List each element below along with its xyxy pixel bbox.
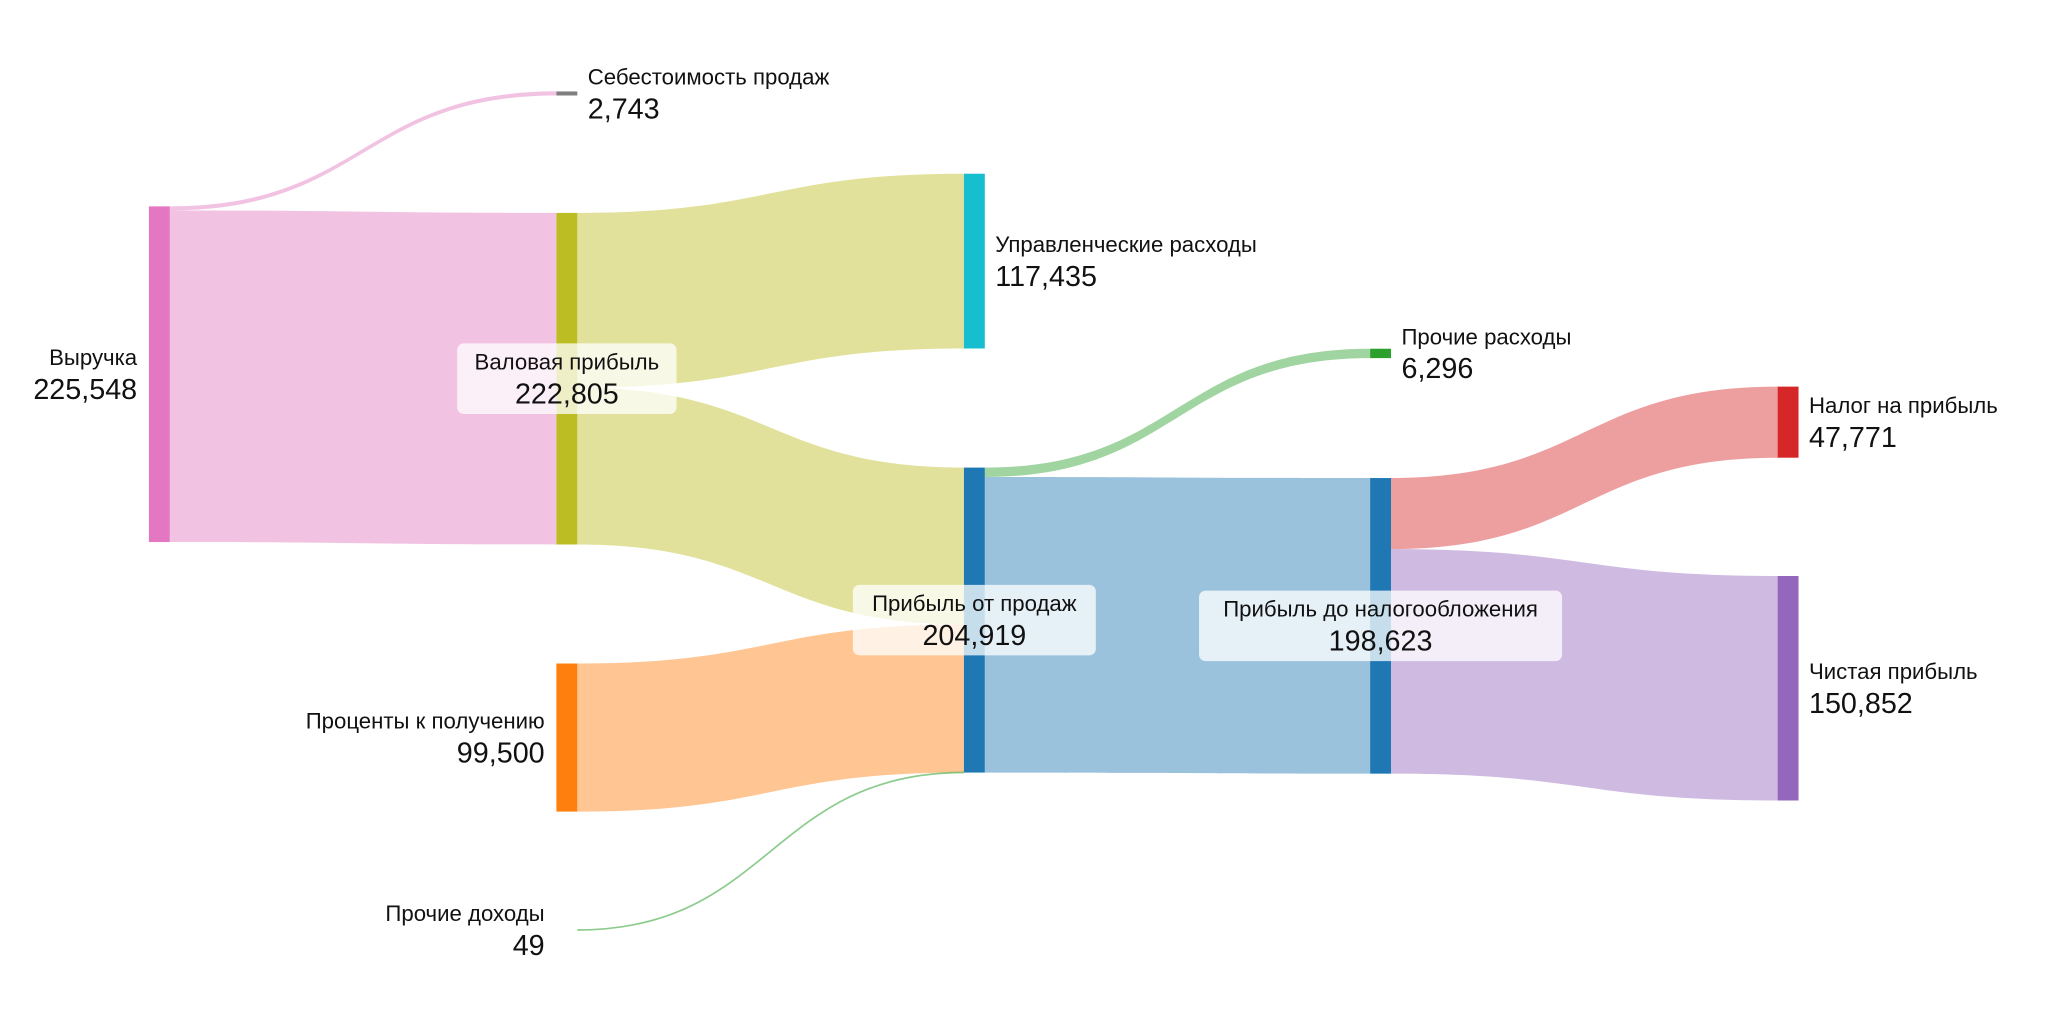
sankey-node-bar[interactable] xyxy=(148,206,170,543)
node-value: 222,805 xyxy=(515,379,619,411)
node-value: 99,500 xyxy=(457,737,545,769)
node-value: 6,296 xyxy=(1401,353,1473,385)
node-value: 47,771 xyxy=(1809,422,1897,454)
links-layer xyxy=(169,91,1778,931)
node-label: Налог на прибыль xyxy=(1809,393,1998,418)
node-value: 198,623 xyxy=(1329,626,1433,658)
labels-layer: Выручка 225,548 Себестоимость продаж 2,743В… xyxy=(33,64,1997,961)
sankey-link[interactable] xyxy=(1391,386,1778,550)
sankey-link[interactable] xyxy=(577,173,964,388)
sankey-link[interactable] xyxy=(169,91,557,211)
node-label: Чистая прибыль xyxy=(1809,659,1978,684)
node-value: 2,743 xyxy=(588,93,660,125)
node-label: Прочие расходы xyxy=(1401,324,1571,349)
sankey-link[interactable] xyxy=(169,210,557,545)
sankey-node-bar[interactable] xyxy=(963,173,985,349)
node-value: 204,919 xyxy=(922,620,1026,652)
node-label: Прибыль от продаж xyxy=(872,591,1077,616)
sankey-link[interactable] xyxy=(1391,549,1778,801)
node-label-box xyxy=(457,343,677,414)
node-label: Прочие доходы xyxy=(385,901,544,926)
node-label: Выручка xyxy=(49,345,138,370)
sankey-node-bar[interactable] xyxy=(1370,348,1392,359)
sankey-node-bar[interactable] xyxy=(556,663,578,812)
sankey-node-bar[interactable] xyxy=(1777,386,1799,458)
sankey-link[interactable] xyxy=(577,771,964,931)
sankey-link[interactable] xyxy=(577,624,964,812)
sankey-link[interactable] xyxy=(984,348,1371,477)
node-value: 49 xyxy=(513,930,545,962)
node-label: Себестоимость продаж xyxy=(588,64,830,89)
sankey-link[interactable] xyxy=(984,476,1371,774)
sankey-link[interactable] xyxy=(577,387,964,625)
node-label: Валовая прибыль xyxy=(475,350,660,375)
sankey-node-bar[interactable] xyxy=(1777,576,1799,801)
nodes-layer xyxy=(148,91,1799,812)
node-value: 117,435 xyxy=(995,261,1097,293)
node-value: 150,852 xyxy=(1809,688,1913,720)
node-label: Управленческие расходы xyxy=(995,232,1257,257)
sankey-node-bar[interactable] xyxy=(556,91,578,96)
node-value: 225,548 xyxy=(33,374,137,406)
node-label: Проценты к получению xyxy=(306,708,545,733)
node-label-box xyxy=(1199,590,1563,662)
node-label: Прибыль до налогообложения xyxy=(1223,597,1538,622)
node-label-box xyxy=(852,584,1096,656)
